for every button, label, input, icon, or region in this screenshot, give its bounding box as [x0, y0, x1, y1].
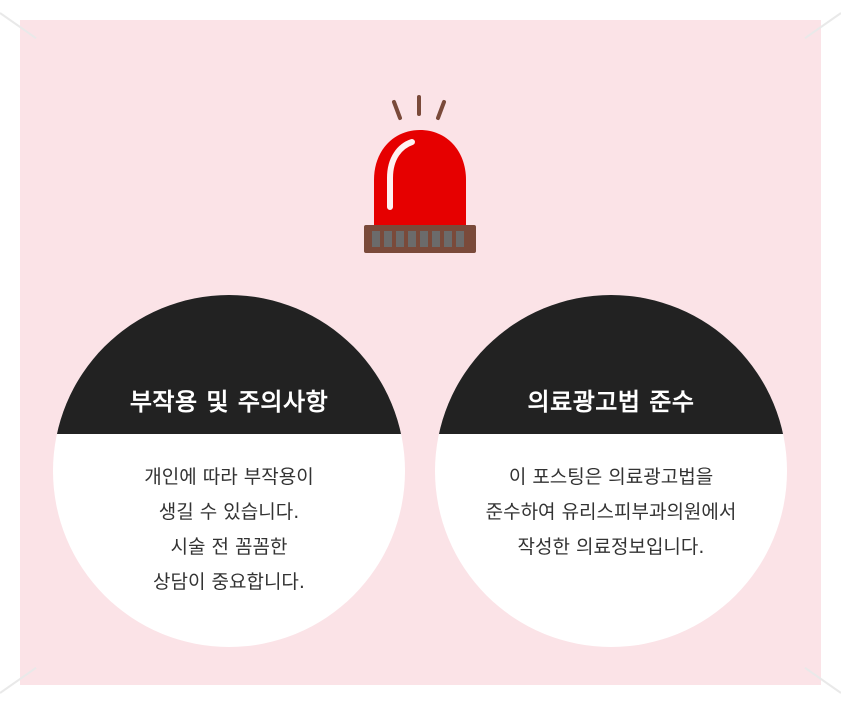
medical-ad-law-line: 준수하여 유리스피부과의원에서 [485, 501, 737, 523]
side-effects-text: 개인에 따라 부작용이 생길 수 있습니다. 시술 전 꼼꼼한 상담이 중요합니… [53, 460, 405, 600]
side-effects-title: 부작용 및 주의사항 [129, 388, 329, 416]
medical-ad-law-title: 의료광고법 준수 [527, 388, 695, 416]
side-effects-card: 부작용 및 주의사항 개인에 따라 부작용이 생길 수 있습니다. 시술 전 꼼… [53, 295, 405, 647]
medical-ad-law-card-header [435, 295, 787, 434]
medical-ad-law-line: 이 포스팅은 의료광고법을 [508, 466, 714, 488]
medical-ad-law-card: 의료광고법 준수 이 포스팅은 의료광고법을 준수하여 유리스피부과의원에서 작… [435, 295, 787, 647]
medical-ad-law-line: 작성한 의료정보입니다. [517, 536, 705, 558]
side-effects-line: 개인에 따라 부작용이 [144, 466, 314, 488]
side-effects-card-header [53, 295, 405, 434]
side-effects-line: 시술 전 꼼꼼한 [170, 536, 288, 558]
siren-icon [360, 92, 480, 262]
medical-ad-law-text: 이 포스팅은 의료광고법을 준수하여 유리스피부과의원에서 작성한 의료정보입니… [435, 460, 787, 565]
side-effects-line: 상담이 중요합니다. [153, 571, 305, 593]
side-effects-line: 생길 수 있습니다. [158, 501, 300, 523]
